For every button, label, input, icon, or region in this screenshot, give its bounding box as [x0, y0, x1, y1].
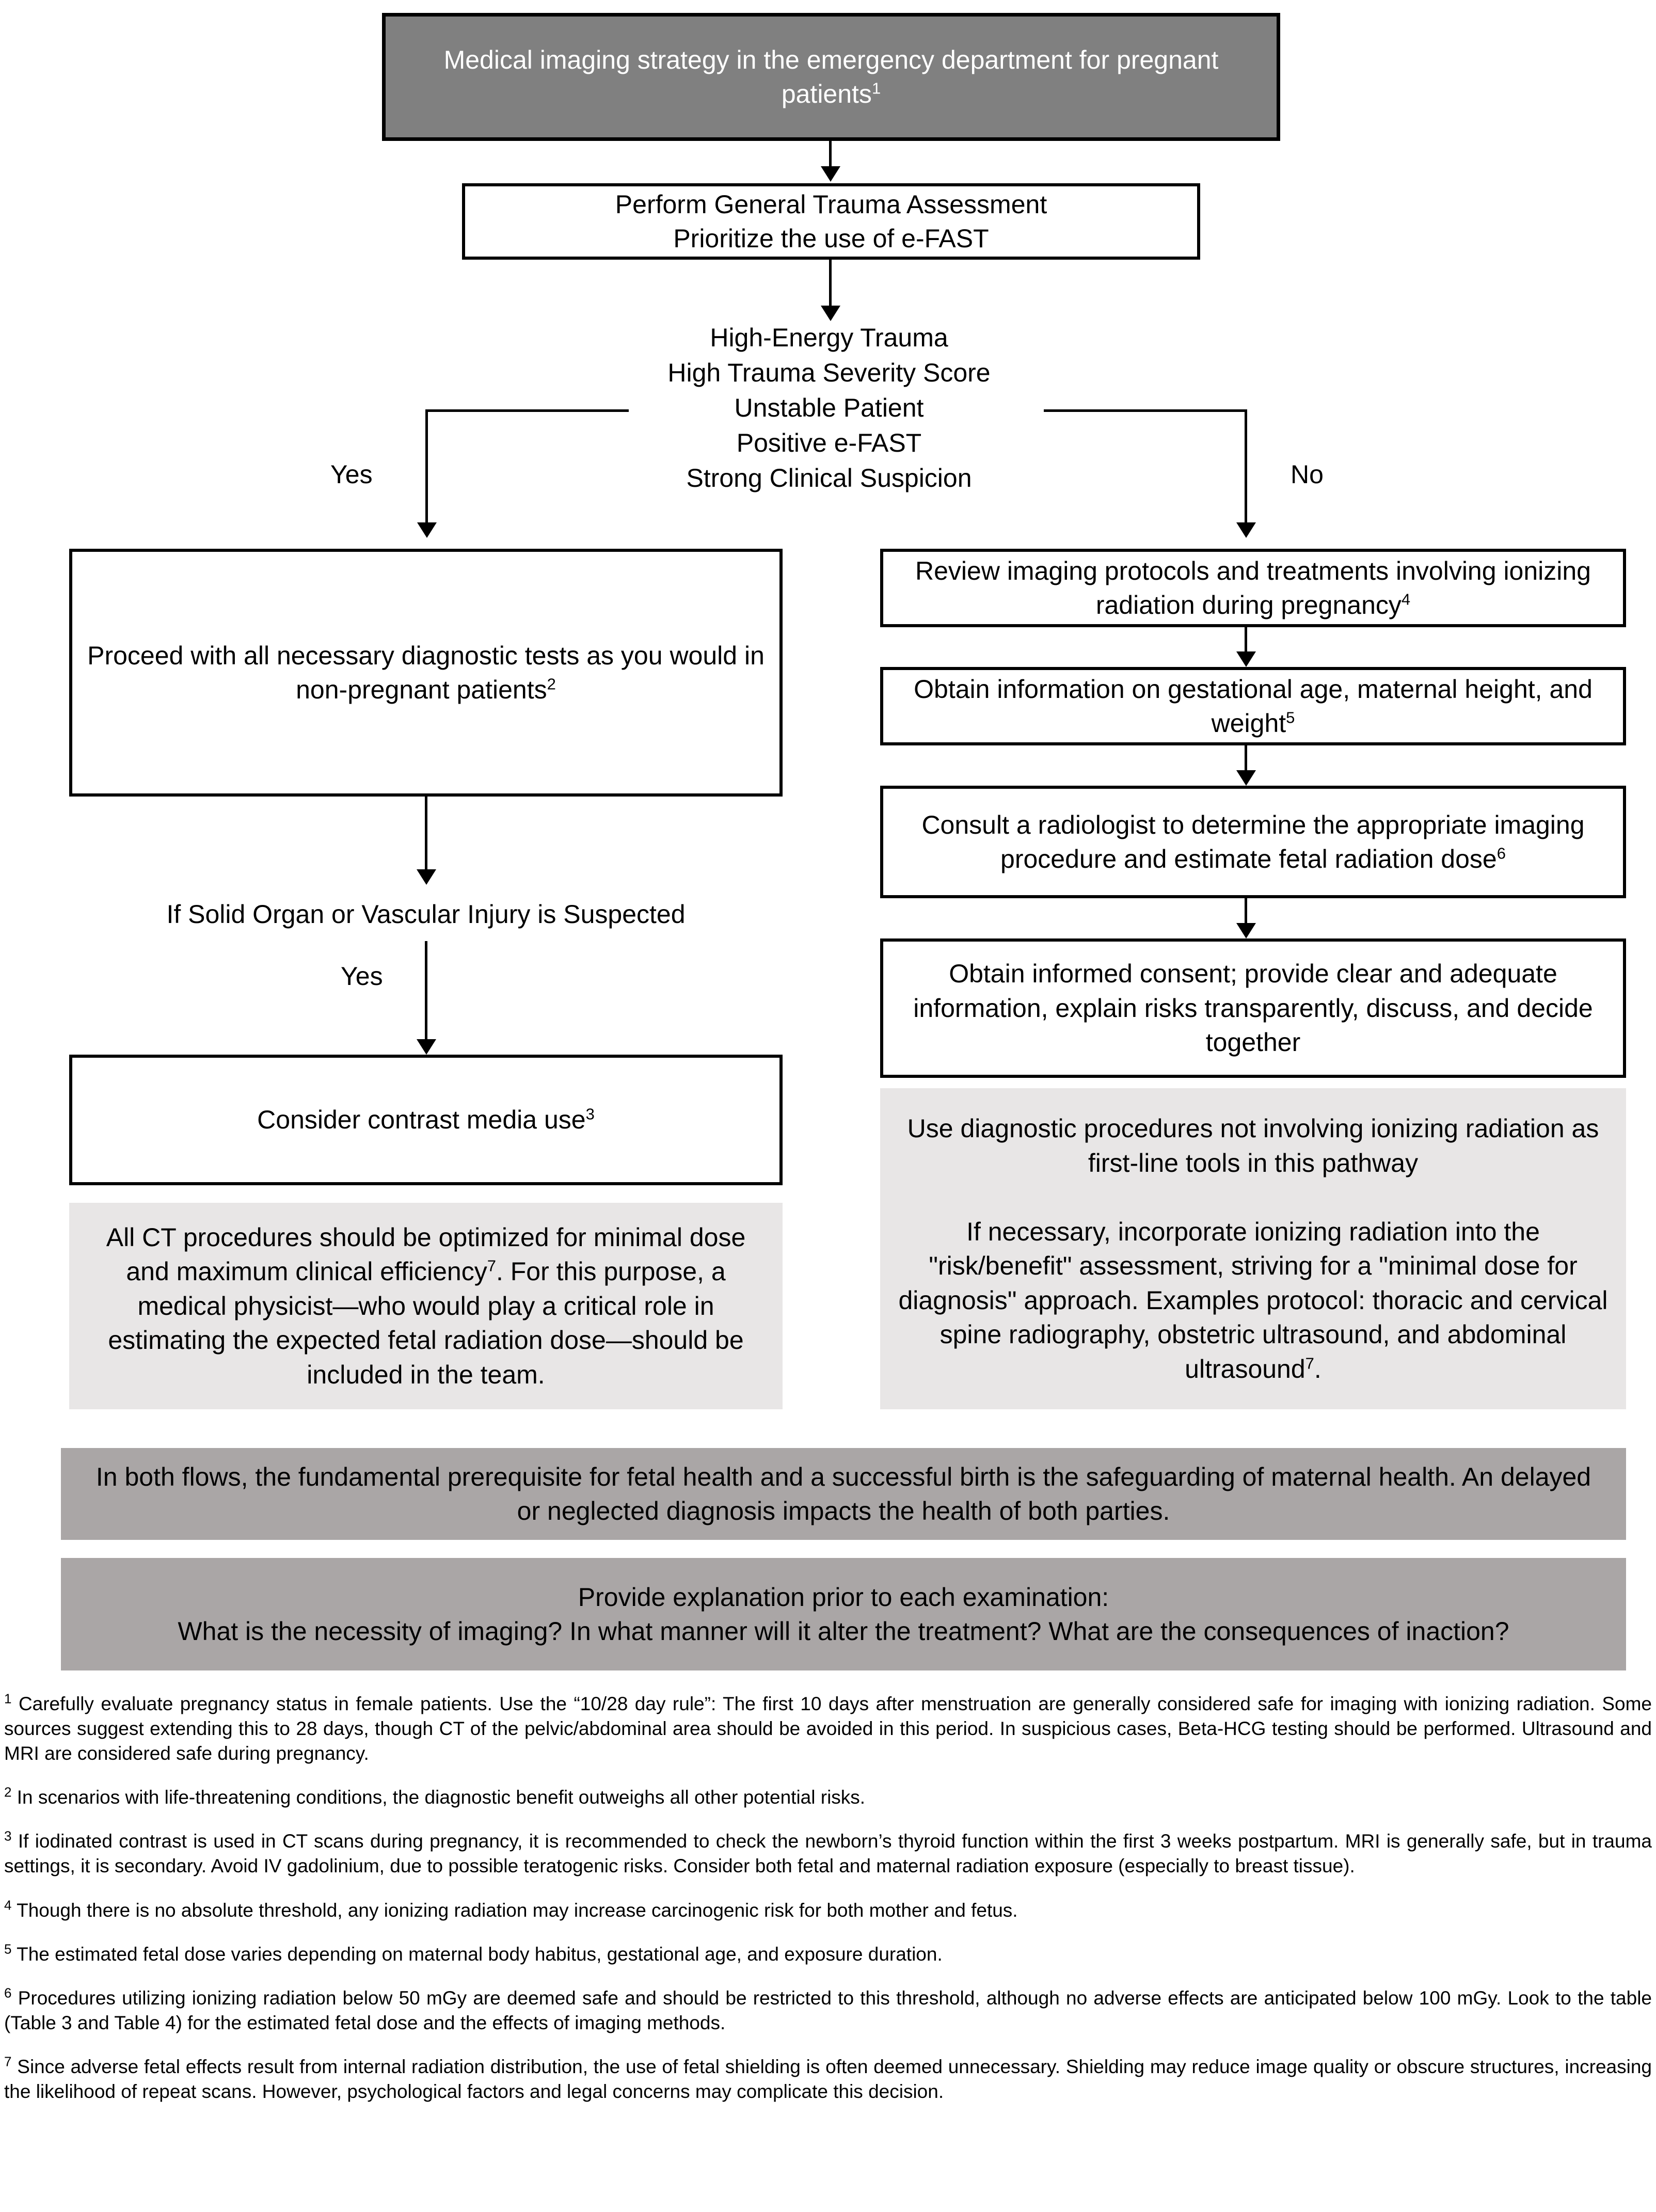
arrowhead-obtain-info-to-consult	[1236, 770, 1256, 786]
connector-review-to-obtain-info	[1245, 627, 1247, 658]
connector-no-vertical	[1245, 409, 1247, 528]
decision-criteria-list: High-Energy Trauma High Trauma Severity …	[571, 320, 1087, 496]
maternal-health-banner-text: In both flows, the fundamental prerequis…	[95, 1462, 1591, 1526]
branch-label-yes: Yes	[330, 460, 373, 489]
connector-title-to-assessment	[829, 141, 832, 168]
connector-no-horizontal	[1044, 409, 1247, 412]
connector-obtain-info-to-consult	[1245, 745, 1247, 777]
explanation-banner-text: Provide explanation prior to each examin…	[178, 1582, 1509, 1646]
explanation-banner: Provide explanation prior to each examin…	[61, 1558, 1626, 1670]
footnote-text: The estimated fetal dose varies dependin…	[17, 1943, 943, 1965]
consult-radiologist-text: Consult a radiologist to determine the a…	[921, 810, 1585, 874]
decision-criterion: Unstable Patient	[734, 393, 924, 422]
footnote-marker: 6	[4, 1985, 12, 2001]
contrast-media-text: Consider contrast media use3	[257, 1105, 595, 1135]
footnote-text: Though there is no absolute threshold, a…	[17, 1899, 1018, 1921]
footnote-item: 4 Though there is no absolute threshold,…	[4, 1898, 1652, 1923]
footnote-item: 5 The estimated fetal dose varies depend…	[4, 1942, 1652, 1967]
connector-consult-to-consent	[1245, 898, 1247, 930]
branch-label-condition-yes: Yes	[341, 962, 383, 991]
decision-criterion: High-Energy Trauma	[710, 323, 948, 352]
footnotes-section: 1 Carefully evaluate pregnancy status in…	[4, 1673, 1652, 2118]
decision-criterion: High Trauma Severity Score	[667, 358, 991, 387]
footnote-marker: 5	[4, 1941, 12, 1957]
connector-condition-to-contrast	[425, 941, 427, 1047]
footnote-text: In scenarios with life-threatening condi…	[17, 1787, 866, 1808]
branch-label-no: No	[1291, 460, 1324, 489]
consult-radiologist-box: Consult a radiologist to determine the a…	[880, 786, 1626, 898]
arrowhead-condition-to-contrast	[417, 1039, 436, 1055]
informed-consent-text: Obtain informed consent; provide clear a…	[913, 959, 1593, 1057]
footnote-marker: 3	[4, 1828, 12, 1844]
footnote-item: 2 In scenarios with life-threatening con…	[4, 1785, 1652, 1810]
arrowhead-yes-branch	[417, 522, 437, 538]
connector-proceed-to-condition	[425, 797, 427, 879]
footnote-text: If iodinated contrast is used in CT scan…	[4, 1831, 1652, 1877]
footnote-text: Since adverse fetal effects result from …	[4, 2056, 1652, 2103]
ct-optimization-note-text: All CT procedures should be optimized fo…	[106, 1222, 746, 1389]
ct-note-footnote-marker: 7	[487, 1256, 496, 1275]
footnote-text: Carefully evaluate pregnancy status in f…	[4, 1693, 1652, 1764]
review-footnote-marker: 4	[1401, 590, 1411, 609]
first-line-tools-note-box: Use diagnostic procedures not involving …	[880, 1088, 1626, 1409]
footnote-item: 6 Procedures utilizing ionizing radiatio…	[4, 1986, 1652, 2035]
informed-consent-box: Obtain informed consent; provide clear a…	[880, 938, 1626, 1078]
arrowhead-consult-to-consent	[1236, 923, 1256, 938]
flowchart-title-text: Medical imaging strategy in the emergenc…	[443, 45, 1219, 109]
title-footnote-marker: 1	[871, 79, 881, 98]
contrast-media-box: Consider contrast media use3	[69, 1055, 783, 1185]
obtain-information-text: Obtain information on gestational age, m…	[914, 674, 1593, 738]
obtain-info-footnote-marker: 5	[1286, 708, 1295, 727]
proceed-diagnostic-tests-box: Proceed with all necessary diagnostic te…	[69, 549, 783, 797]
arrowhead-no-branch	[1236, 522, 1256, 538]
obtain-information-box: Obtain information on gestational age, m…	[880, 667, 1626, 745]
connector-assessment-to-decision	[829, 260, 832, 317]
solid-organ-condition-label: If Solid Organ or Vascular Injury is Sus…	[166, 900, 686, 929]
proceed-footnote-marker: 2	[547, 675, 556, 693]
consult-footnote-marker: 6	[1496, 844, 1506, 863]
arrowhead-review-to-obtain-info	[1236, 651, 1256, 667]
first-line-tools-note-text: Use diagnostic procedures not involving …	[898, 1114, 1608, 1383]
connector-yes-horizontal	[425, 409, 629, 412]
review-protocols-text: Review imaging protocols and treatments …	[915, 556, 1591, 620]
contrast-footnote-marker: 3	[585, 1105, 595, 1123]
footnote-text: Procedures utilizing ionizing radiation …	[4, 1987, 1652, 2033]
flowchart-title-box: Medical imaging strategy in the emergenc…	[382, 13, 1280, 141]
right-note-footnote-marker: 7	[1305, 1354, 1314, 1372]
decision-criterion: Strong Clinical Suspicion	[686, 464, 972, 492]
footnote-item: 3 If iodinated contrast is used in CT sc…	[4, 1829, 1652, 1879]
footnote-marker: 7	[4, 2054, 12, 2070]
decision-criterion: Positive e-FAST	[736, 428, 922, 457]
footnote-marker: 1	[4, 1691, 12, 1707]
footnote-marker: 2	[4, 1784, 12, 1800]
arrowhead-title-to-assessment	[821, 166, 840, 182]
footnote-item: 1 Carefully evaluate pregnancy status in…	[4, 1692, 1652, 1766]
arrowhead-proceed-to-condition	[417, 869, 436, 885]
maternal-health-banner: In both flows, the fundamental prerequis…	[61, 1448, 1626, 1540]
connector-yes-vertical	[425, 409, 428, 528]
proceed-diagnostic-tests-text: Proceed with all necessary diagnostic te…	[87, 641, 765, 705]
arrowhead-assessment-to-decision	[821, 306, 840, 321]
footnote-marker: 4	[4, 1897, 12, 1913]
footnote-item: 7 Since adverse fetal effects result fro…	[4, 2055, 1652, 2104]
ct-optimization-note-box: All CT procedures should be optimized fo…	[69, 1203, 783, 1409]
review-protocols-box: Review imaging protocols and treatments …	[880, 549, 1626, 627]
